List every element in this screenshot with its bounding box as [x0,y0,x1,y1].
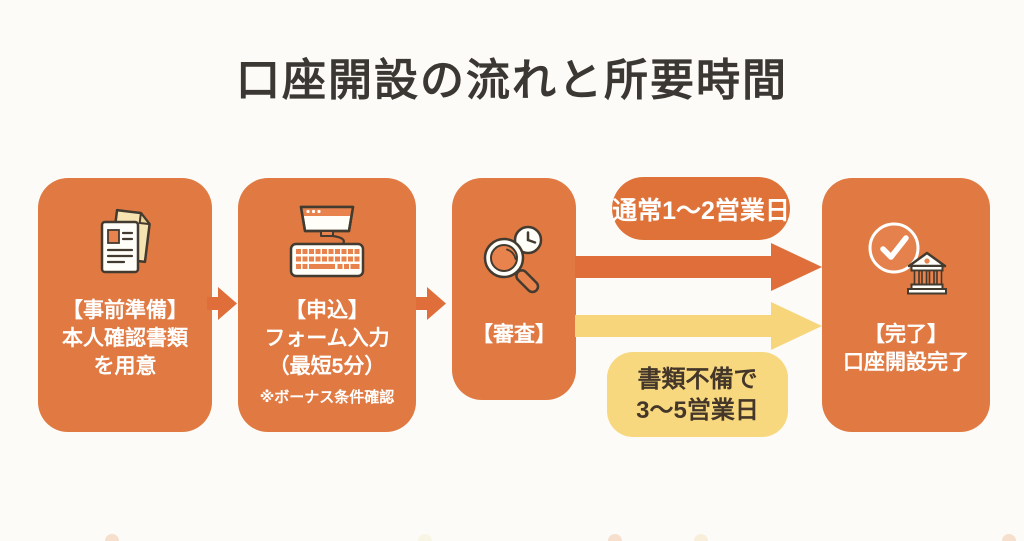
documents-icon [94,208,156,283]
page-title: 口座開設の流れと所要時間 [236,56,788,105]
arrow-normal-route-icon [575,243,822,291]
decor-dot [608,534,622,541]
step-box-application: 【申込】 フォーム入力 （最短5分） ※ボーナス条件確認 [238,178,416,432]
step-box-preparation: 【事前準備】 本人確認書類 を用意 [38,178,212,432]
flow-arrow-2-icon [416,287,446,320]
step-label-completion: 【完了】 口座開設完了 [843,323,969,374]
step-box-completion: 【完了】 口座開設完了 [822,178,990,432]
magnifier-clock-icon [478,224,550,305]
arrow-delayed-route-icon [575,302,822,350]
decor-dot [418,534,432,541]
step-box-review: 【審査】 [452,178,576,400]
flow-arrow-1-icon [207,287,237,320]
check-bank-icon [864,222,948,303]
step-label-preparation: 【事前準備】 本人確認書類 を用意 [62,299,188,378]
computer-keyboard-icon [285,204,369,283]
step-label-application: 【申込】 フォーム入力 （最短5分） [264,299,390,378]
label-delayed-duration: 書類不備で 3〜5営業日 [607,352,788,437]
decor-dot [105,534,119,541]
label-normal-duration: 通常1〜2営業日 [612,177,790,240]
decor-dot [1002,534,1016,541]
step-note-bonus: ※ボーナス条件確認 [259,389,395,406]
decor-dot [694,534,708,541]
step-label-review: 【審査】 [472,323,556,346]
